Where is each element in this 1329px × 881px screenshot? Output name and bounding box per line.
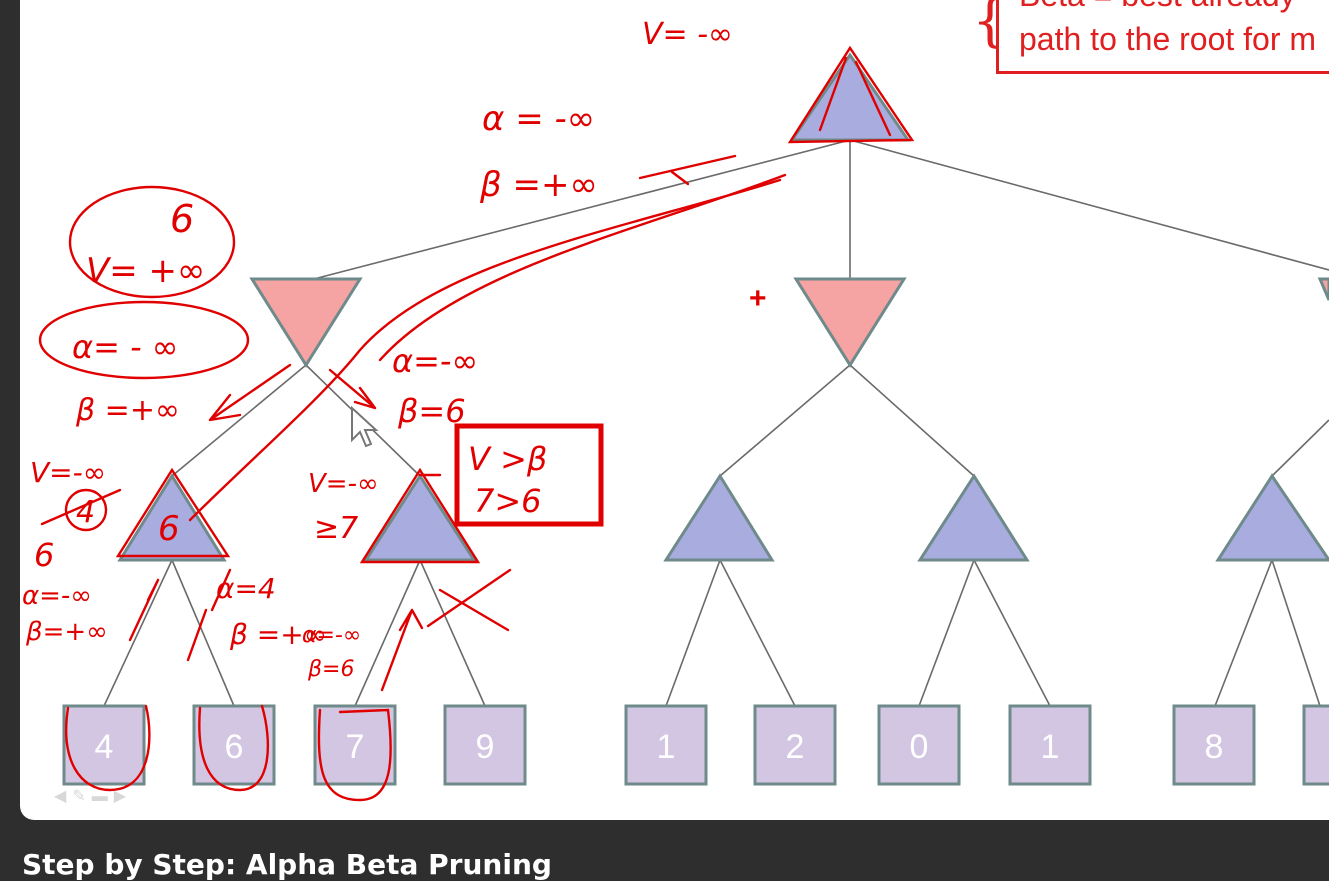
ink-arrow-up-1 xyxy=(128,578,160,642)
mouse-pointer-icon xyxy=(351,406,379,448)
max-nodes xyxy=(117,52,1329,562)
max-node-2 xyxy=(363,473,477,562)
slide-canvas: 4 6 7 9 1 2 0 1 8 xyxy=(20,0,1329,820)
ink-arrow-left xyxy=(208,363,292,422)
leaf-value: 1 xyxy=(657,728,676,766)
leaf-box xyxy=(1008,704,1092,786)
beta-definition-callout: Beta = best already path to the root for… xyxy=(996,0,1329,74)
callout-line-1: Beta = best already xyxy=(1019,0,1329,17)
leaf-value: 2 xyxy=(786,728,805,766)
min-node-1 xyxy=(249,277,363,368)
leaf-value: 7 xyxy=(346,728,365,766)
slide-nav-controls[interactable]: ◀✎▬▶ xyxy=(54,786,132,806)
min-node-3 xyxy=(1317,277,1329,301)
menu-icon[interactable]: ▬ xyxy=(91,788,114,805)
max2-pass-beta: β=6 xyxy=(397,392,466,430)
callout-line-2: path to the root for m xyxy=(1019,21,1317,57)
leaf-box xyxy=(443,704,527,786)
leaf-box-partial xyxy=(1302,704,1329,786)
leaf-box xyxy=(753,704,837,786)
max2-pass-alpha: α=-∞ xyxy=(392,342,478,380)
min1-beta-label: β =+∞ xyxy=(75,393,180,428)
next-slide-icon[interactable]: ▶ xyxy=(113,788,133,805)
ink-strokes xyxy=(38,45,915,802)
max1-alpha-label: α=-∞ xyxy=(22,581,92,611)
tree-edges xyxy=(103,139,1329,707)
root-beta-label: β =+∞ xyxy=(479,165,598,205)
pen-cursor-icon: + xyxy=(749,282,767,315)
ink-max2-outline xyxy=(359,467,481,564)
ink-leaf-6 xyxy=(198,704,270,792)
prune-box xyxy=(454,423,604,527)
max1-inside: 6 xyxy=(158,509,180,549)
prev-slide-icon[interactable]: ◀ xyxy=(54,788,73,805)
leaf-box xyxy=(624,704,708,786)
max1-beta-label: β=+∞ xyxy=(25,617,108,647)
ink-circle-four xyxy=(64,488,108,532)
max1-v-new: 4 xyxy=(76,495,95,530)
max2-child-beta: β=6 xyxy=(307,657,354,682)
root-v-label: V= -∞ xyxy=(642,17,733,52)
ink-labels: V= -∞ α = -∞ β =+∞ V= +∞ 6 α= - ∞ β =+∞ … xyxy=(22,17,733,682)
ink-oval-alpha xyxy=(38,300,250,380)
leaf-value: 0 xyxy=(910,728,929,766)
leaf-box xyxy=(877,704,961,786)
max-node-5 xyxy=(1215,473,1329,562)
leaf-value: 1 xyxy=(1041,728,1060,766)
prune-line-1: V >β xyxy=(468,440,547,478)
ink-cross xyxy=(426,568,512,632)
max1-beta-new: β =+∞ xyxy=(229,618,327,651)
ink-arrow-right xyxy=(328,368,377,410)
ink-arrow-down-left-2 xyxy=(378,173,787,362)
min1-v-new: 6 xyxy=(170,197,194,241)
ink-leaf-4 xyxy=(65,704,151,792)
max1-alpha-new: α=4 xyxy=(216,572,276,605)
prune-line-2: 7>6 xyxy=(474,482,542,520)
max-node-root xyxy=(789,52,911,142)
max-node-4 xyxy=(917,473,1030,562)
leaf-value: 8 xyxy=(1205,728,1224,766)
leaf-value: 9 xyxy=(476,728,495,766)
leaf-value: 6 xyxy=(225,728,244,766)
min1-v-label: V= +∞ xyxy=(86,251,205,291)
max2-v-label: V=-∞ xyxy=(308,469,379,499)
ink-max1-outline xyxy=(115,467,231,558)
max2-child-alpha: α=-∞ xyxy=(302,623,361,648)
ink-root-outline xyxy=(787,45,915,144)
ink-arrow-beta xyxy=(638,154,737,186)
max-node-1 xyxy=(117,473,227,562)
ink-arrow-down-3 xyxy=(210,568,232,612)
ink-strike xyxy=(40,488,122,526)
max-node-3 xyxy=(663,473,775,562)
max1-v-label: V=-∞ xyxy=(30,456,106,489)
leaf-labels: 4 6 7 9 1 2 0 1 8 xyxy=(95,728,1224,766)
leaf-nodes xyxy=(62,704,1329,786)
ink-leaf-7 xyxy=(317,708,392,802)
ink-arrow-up-3 xyxy=(380,608,424,692)
leaf-box xyxy=(313,704,397,786)
ink-root-scribble xyxy=(818,56,892,137)
max2-v-ge: ≥7 xyxy=(314,511,358,546)
leaf-value: 4 xyxy=(95,728,114,766)
ink-oval-v xyxy=(68,185,236,299)
max1-six: 6 xyxy=(34,536,54,574)
min1-alpha-label: α= - ∞ xyxy=(72,328,178,366)
ink-arrow-up-2 xyxy=(186,608,208,662)
ink-arrow-down-left xyxy=(188,178,782,522)
video-title[interactable]: Step by Step: Alpha Beta Pruning xyxy=(22,848,552,881)
video-title-bar xyxy=(0,820,1329,873)
min-nodes xyxy=(249,277,1329,368)
root-alpha-label: α = -∞ xyxy=(482,99,595,139)
pen-tool-icon[interactable]: ✎ xyxy=(72,788,92,805)
leaf-box xyxy=(1172,704,1256,786)
game-tree: 4 6 7 9 1 2 0 1 8 xyxy=(22,17,1329,802)
min-node-2 xyxy=(793,277,907,368)
